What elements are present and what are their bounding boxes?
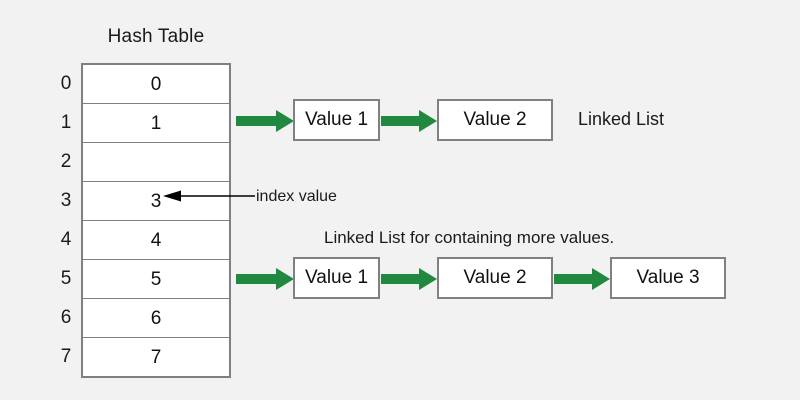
list-node-box: Value 1 xyxy=(293,257,380,299)
list-node-box: Value 2 xyxy=(437,99,553,141)
hash-table-title: Hash Table xyxy=(107,26,205,47)
list-node-label: Value 3 xyxy=(636,267,700,288)
more-values-label: Linked List for containing more values. xyxy=(324,228,615,247)
cell-value: 5 xyxy=(150,268,162,290)
list-node-label: Value 2 xyxy=(463,267,527,288)
list-node-label: Value 1 xyxy=(304,267,369,288)
table-row: 6 6 xyxy=(61,299,229,338)
chain-1-arrow-from-table xyxy=(236,110,294,132)
row-index-label: 6 xyxy=(60,307,72,328)
table-row: 3 3 xyxy=(61,182,229,221)
cell-value: 7 xyxy=(150,346,162,368)
row-index-label: 1 xyxy=(60,112,72,133)
green-arrow-icon xyxy=(554,268,610,290)
green-arrow-icon xyxy=(381,268,437,290)
list-node-box: Value 2 xyxy=(437,257,553,299)
row-index-label: 4 xyxy=(60,229,72,250)
cell-value: 1 xyxy=(150,112,162,134)
row-index-label: 5 xyxy=(60,268,72,289)
table-row: 1 1 xyxy=(61,104,229,143)
row-index-label: 3 xyxy=(60,190,72,211)
green-arrow-icon xyxy=(236,110,294,132)
table-row: 5 5 xyxy=(61,260,229,299)
table-row: 0 0 xyxy=(61,65,229,104)
cell-value: 3 xyxy=(150,190,162,212)
row-index-label: 7 xyxy=(60,346,72,367)
cell-value: 6 xyxy=(150,307,162,329)
chain-2-arrow-1 xyxy=(381,268,437,290)
index-value-label: index value xyxy=(256,188,337,205)
list-node-label: Value 1 xyxy=(304,109,369,130)
row-index-label: 0 xyxy=(60,73,72,94)
chain-1-arrow-1 xyxy=(381,110,437,132)
table-row: 4 4 xyxy=(61,221,229,260)
cell-value: 0 xyxy=(150,73,162,95)
list-node-box: Value 1 xyxy=(293,99,380,141)
table-row: 2 xyxy=(61,143,229,182)
list-node-box: Value 3 xyxy=(610,257,726,299)
green-arrow-icon xyxy=(236,268,294,290)
table-row: 7 7 xyxy=(61,338,229,376)
cell-value: 4 xyxy=(150,229,162,251)
chain-2-arrow-from-table xyxy=(236,268,294,290)
row-index-label: 2 xyxy=(60,151,72,172)
green-arrow-icon xyxy=(381,110,437,132)
index-value-pointer-icon xyxy=(163,190,255,202)
hash-table: 0 0 1 1 2 3 3 4 4 5 5 6 6 7 7 xyxy=(61,63,231,378)
chain-2-arrow-2 xyxy=(554,268,610,290)
list-node-label: Value 2 xyxy=(463,109,527,130)
linked-list-label: Linked List xyxy=(578,109,665,129)
